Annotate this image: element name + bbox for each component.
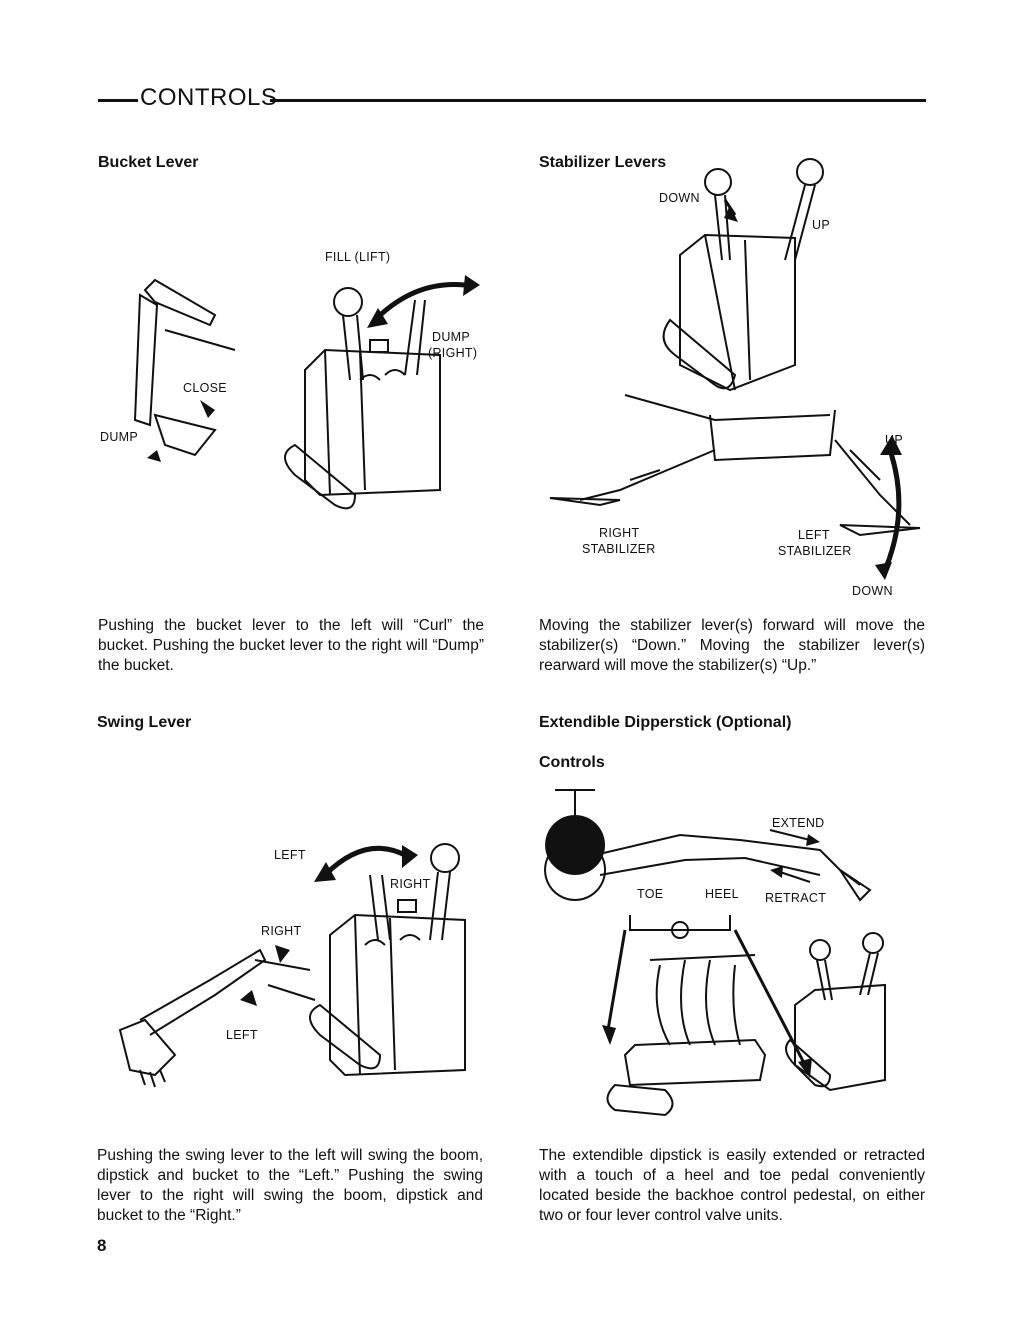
swing-lever-illustration [118,843,466,1088]
label-left-stabilizer-line1: LEFT [798,528,830,542]
page-number: 8 [97,1236,107,1255]
dipperstick-controls-subheading: Controls [539,754,605,771]
label-left-stabilizer-line2: STABILIZER [778,544,852,558]
label-fill-lift: FILL (LIFT) [325,250,391,264]
label-down-top: DOWN [659,191,700,205]
label-dump: DUMP [100,430,139,444]
label-close: CLOSE [183,381,227,395]
label-dump-right-line1: DUMP [432,330,471,344]
bucket-lever-heading: Bucket Lever [98,154,199,171]
label-toe: TOE [637,887,664,901]
bucket-lever-illustration [133,275,480,510]
label-right-stabilizer-line1: RIGHT [599,526,640,540]
label-right-mid: RIGHT [261,924,302,938]
swing-lever-description: Pushing the swing lever to the left will… [97,1147,483,1224]
label-dump-right-line2: (RIGHT) [428,346,478,360]
stabilizer-levers-illustration [549,158,921,580]
label-up-right: UP [885,433,903,447]
label-right-top: RIGHT [390,877,431,891]
label-left-bottom: LEFT [226,1028,258,1042]
header-rule-right [270,99,926,102]
dipperstick-heading: Extendible Dipperstick (Optional) [539,714,792,731]
stabilizer-levers-heading: Stabilizer Levers [539,154,667,171]
dipperstick-description: The extendible dipstick is easily extend… [539,1147,925,1224]
bucket-lever-description: Pushing the bucket lever to the left wil… [98,617,484,674]
label-retract: RETRACT [765,891,827,905]
label-left-top: LEFT [274,848,306,862]
label-down-bottom: DOWN [852,584,893,598]
page-title: CONTROLS [140,84,278,111]
label-heel: HEEL [705,887,739,901]
dipperstick-illustration [544,789,886,1117]
label-up-top: UP [812,218,830,232]
swing-lever-heading: Swing Lever [97,714,192,731]
label-extend: EXTEND [772,816,825,830]
label-right-stabilizer-line2: STABILIZER [582,542,656,556]
stabilizer-levers-description: Moving the stabilizer lever(s) forward w… [539,617,925,674]
header-rule-left [98,99,138,102]
